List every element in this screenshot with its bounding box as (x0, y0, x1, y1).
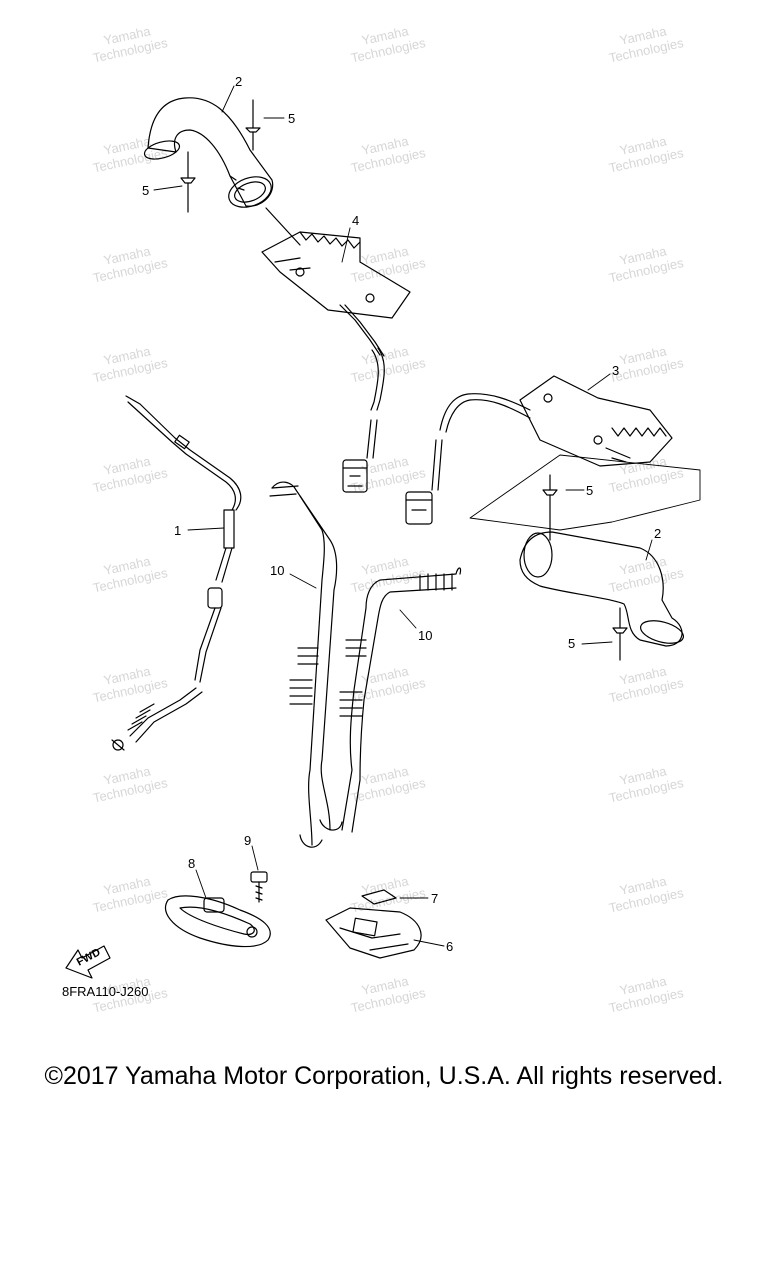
watermark: YamahaTechnologies (88, 20, 169, 65)
lead-wire-right (405, 393, 531, 525)
rivet-upper-1 (245, 99, 261, 151)
switch-holder (325, 907, 422, 959)
fwd-label: FWD (75, 946, 103, 968)
watermark: YamahaTechnologies (604, 20, 685, 65)
watermark: YamahaTechnologies (88, 340, 169, 385)
callout-2-upper: 2 (235, 74, 242, 89)
callout-8: 8 (188, 856, 195, 871)
hose-right (319, 567, 462, 833)
rivet-lower-2 (612, 607, 628, 661)
leader-lines (153, 85, 653, 947)
watermark: YamahaTechnologies (346, 20, 427, 65)
callout-6: 6 (446, 939, 453, 954)
callout-4: 4 (352, 213, 359, 228)
rivet-upper-2 (180, 151, 196, 213)
watermark: YamahaTechnologies (604, 870, 685, 915)
watermark: YamahaTechnologies (346, 550, 427, 595)
pad (361, 889, 397, 905)
callout-5-lower-upper: 5 (586, 483, 593, 498)
heater-element-upper (261, 231, 411, 357)
watermark: YamahaTechnologies (88, 760, 169, 805)
watermark: YamahaTechnologies (88, 550, 169, 595)
watermark: YamahaTechnologies (346, 450, 427, 495)
throttle-cable (111, 395, 242, 751)
copyright-notice: ©2017 Yamaha Motor Corporation, U.S.A. A… (44, 1062, 724, 1090)
callout-5-upper-right: 5 (288, 111, 295, 126)
watermark: YamahaTechnologies (346, 970, 427, 1015)
grip-upper-left (143, 97, 301, 246)
part-code: 8FRA110-J260 (62, 984, 148, 999)
watermark: YamahaTechnologies (88, 450, 169, 495)
callout-7: 7 (431, 891, 438, 906)
grip-lower-right (469, 454, 701, 647)
callout-5-upper-left: 5 (142, 183, 149, 198)
watermark: YamahaTechnologies (346, 130, 427, 175)
rivet-lower-1 (542, 474, 558, 541)
watermark: YamahaTechnologies (604, 660, 685, 705)
grip-bracket (164, 895, 271, 948)
watermark: YamahaTechnologies (88, 870, 169, 915)
watermark: YamahaTechnologies (88, 240, 169, 285)
callout-1: 1 (174, 523, 181, 538)
watermark: YamahaTechnologies (604, 550, 685, 595)
watermark: YamahaTechnologies (604, 450, 685, 495)
screw (250, 871, 268, 903)
hose-left (269, 481, 338, 848)
watermark: YamahaTechnologies (88, 660, 169, 705)
watermark: YamahaTechnologies (346, 760, 427, 805)
callout-10-right: 10 (418, 628, 432, 643)
lead-wire-upper (342, 347, 385, 493)
callout-5-lower-lower: 5 (568, 636, 575, 651)
watermark: YamahaTechnologies (604, 240, 685, 285)
callout-10-left: 10 (270, 563, 284, 578)
watermark: YamahaTechnologies (604, 970, 685, 1015)
callout-2-lower: 2 (654, 526, 661, 541)
callout-3: 3 (612, 363, 619, 378)
watermark: YamahaTechnologies (604, 760, 685, 805)
callout-9: 9 (244, 833, 251, 848)
watermark: YamahaTechnologies (604, 130, 685, 175)
heater-element-right (519, 375, 673, 467)
watermark: YamahaTechnologies (346, 660, 427, 705)
watermark: YamahaTechnologies (88, 130, 169, 175)
fwd-arrow-icon (65, 945, 111, 979)
watermark: YamahaTechnologies (346, 340, 427, 385)
